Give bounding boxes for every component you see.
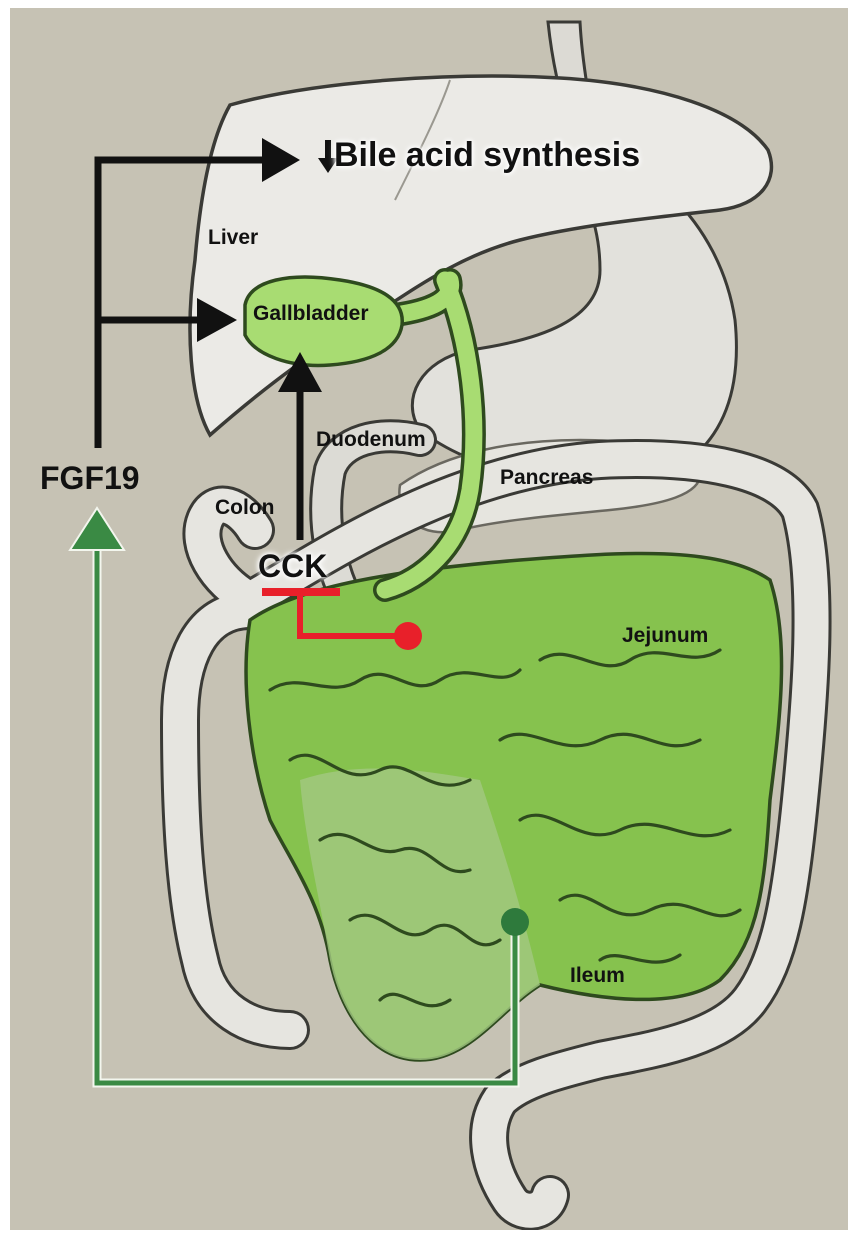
duodenum-label: Duodenum <box>316 428 426 452</box>
colon-label: Colon <box>215 496 274 520</box>
ileum-label: Ileum <box>570 964 625 988</box>
anatomy-diagram <box>10 8 848 1230</box>
gallbladder-label: Gallbladder <box>253 302 369 326</box>
pancreas-label: Pancreas <box>500 466 593 490</box>
diagram-panel: Bile acid synthesis Liver Gallbladder Du… <box>10 8 848 1230</box>
bile-acid-synthesis-label: Bile acid synthesis <box>334 136 640 175</box>
fgf19-label: FGF19 <box>40 460 140 497</box>
liver-label: Liver <box>208 226 258 250</box>
jejunum-label: Jejunum <box>622 624 708 648</box>
cck-label: CCK <box>258 548 327 585</box>
